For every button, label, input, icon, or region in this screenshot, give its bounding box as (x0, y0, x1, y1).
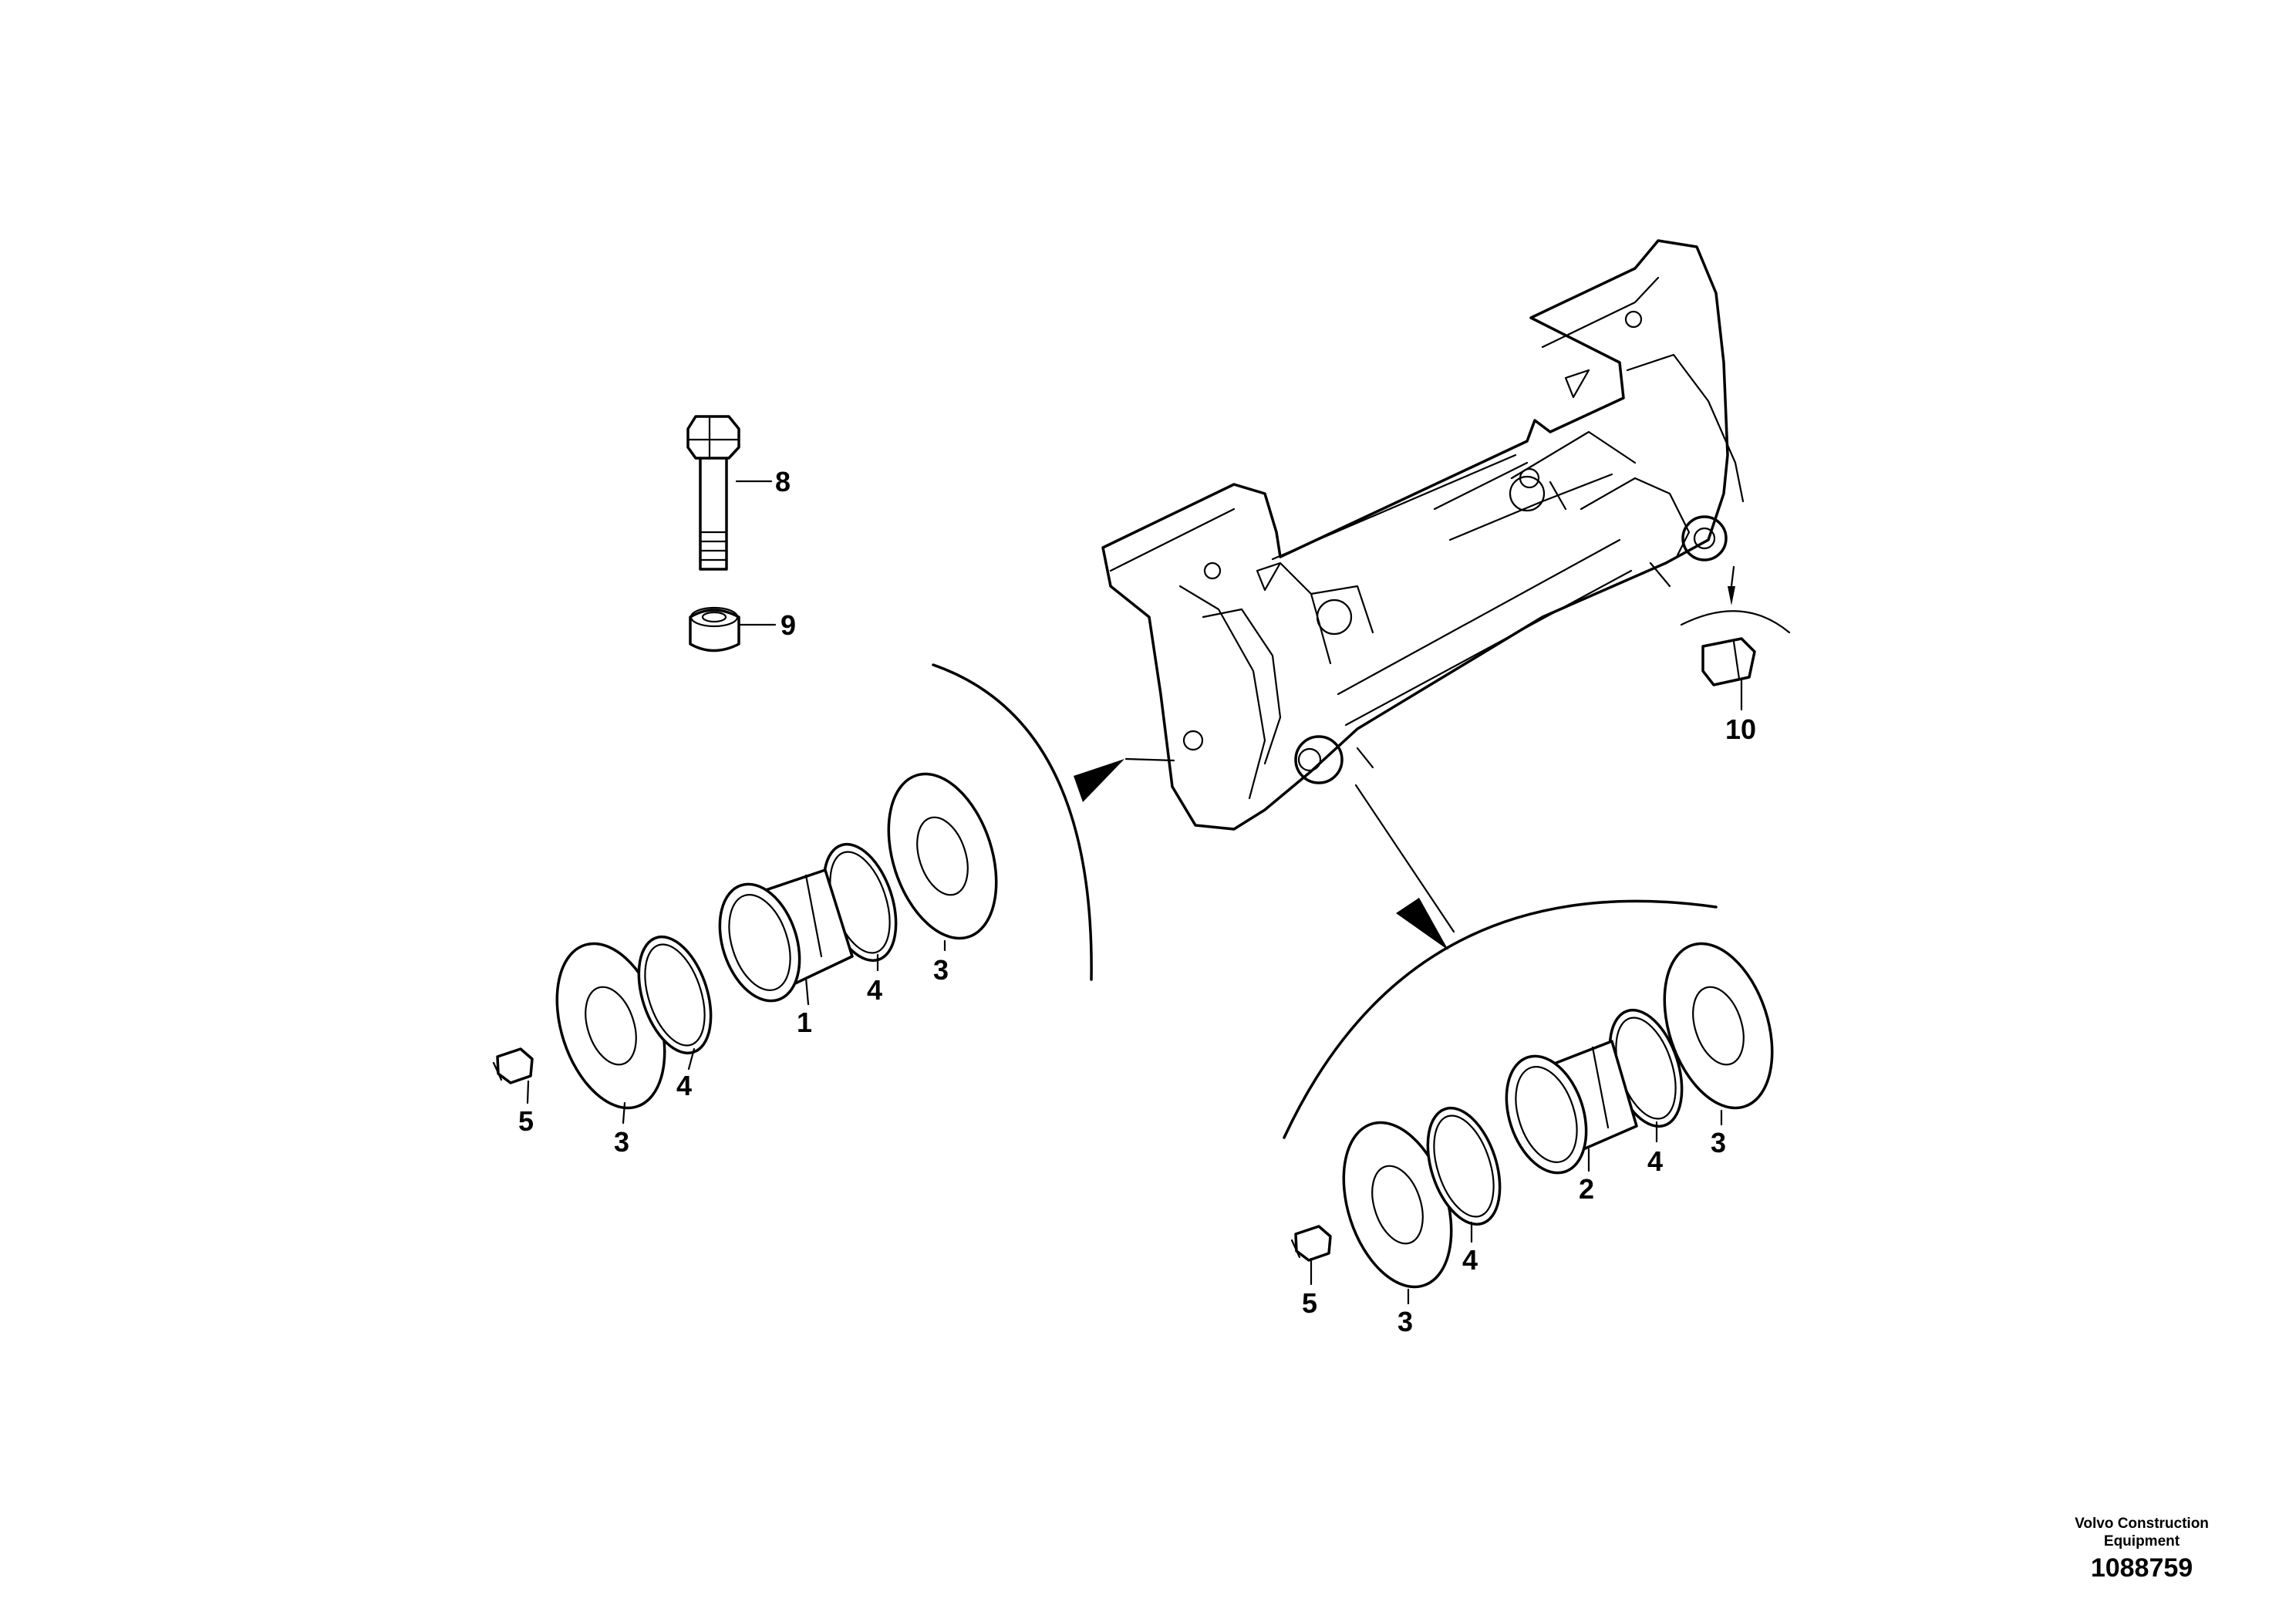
callout-3: 3 (614, 1126, 629, 1158)
callout-3: 3 (933, 954, 949, 986)
pivot-group-left (492, 663, 1175, 1125)
callout-4: 4 (1647, 1145, 1663, 1177)
callout-9: 9 (781, 609, 796, 641)
callout-4: 4 (867, 974, 882, 1006)
callout-4: 4 (1462, 1244, 1478, 1276)
callout-2: 2 (1579, 1173, 1594, 1205)
callout-8: 8 (775, 466, 791, 497)
pivot-group-right (1283, 784, 1774, 1305)
callout-10: 10 (1725, 713, 1756, 745)
grease-fitting-right (1680, 565, 1791, 711)
callout-3: 3 (1711, 1127, 1726, 1158)
document-number: 1088759 (2090, 1553, 2193, 1583)
bolt-part (686, 415, 773, 571)
callout-4: 4 (676, 1070, 692, 1101)
nut-part (689, 606, 777, 653)
callout-3: 3 (1397, 1306, 1413, 1337)
callout-5: 5 (518, 1105, 534, 1137)
quick-coupler-frame (1101, 239, 1745, 831)
callout-1: 1 (797, 1007, 812, 1038)
callout-5: 5 (1302, 1287, 1317, 1319)
brand-text: Volvo Construction Equipment (2075, 1516, 2209, 1549)
